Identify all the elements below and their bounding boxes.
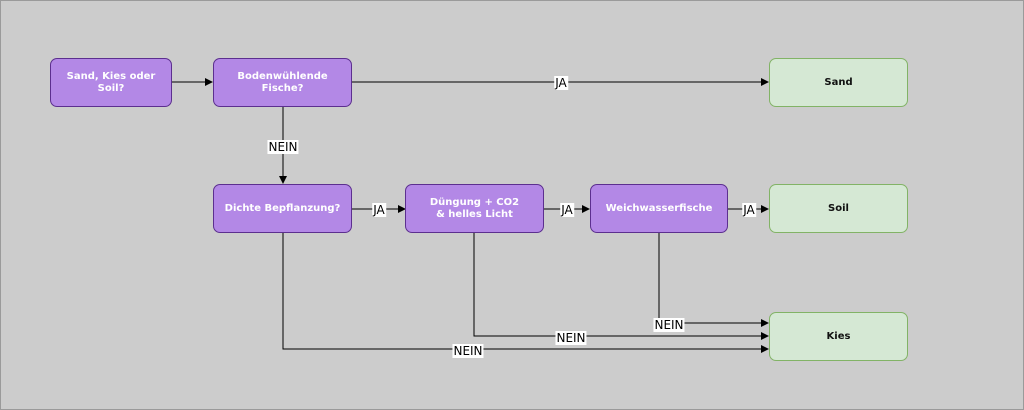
label-weichwasser-to-kies: NEIN: [653, 318, 685, 332]
edge-duengung-to-kies: [473, 233, 769, 340]
label-boden-to-sand: JA: [554, 76, 568, 90]
node-weichwasser-label: Weichwasserfische: [605, 202, 713, 214]
label-bepflanzung-to-duengung: JA: [372, 203, 386, 217]
label-weichwasser-to-soil: JA: [742, 203, 756, 217]
node-start[interactable]: Sand, Kies oder Soil?: [50, 58, 172, 107]
node-sand-label: Sand: [824, 76, 853, 88]
label-duengung-to-kies: NEIN: [555, 331, 587, 345]
node-kies-label: Kies: [826, 330, 851, 342]
node-soil-label: Soil: [828, 202, 849, 214]
node-duengung[interactable]: Düngung + CO2 & helles Licht: [405, 184, 544, 233]
edge-bepflanzung-to-kies: [282, 233, 769, 353]
node-soil[interactable]: Soil: [769, 184, 908, 233]
node-kies[interactable]: Kies: [769, 312, 908, 361]
node-bepflanzung[interactable]: Dichte Bepflanzung?: [213, 184, 352, 233]
node-bepflanzung-label: Dichte Bepflanzung?: [224, 202, 341, 214]
label-boden-to-bepflanzung: NEIN: [267, 140, 299, 154]
node-duengung-label-line1: Düngung + CO2: [429, 196, 520, 208]
label-bepflanzung-to-kies: NEIN: [452, 344, 484, 358]
node-bodenwuehlend-label: Bodenwühlende Fische?: [237, 70, 328, 94]
node-duengung-label-line2: & helles Licht: [436, 208, 513, 220]
node-bodenwuehlend[interactable]: Bodenwühlende Fische?: [213, 58, 352, 107]
node-weichwasser[interactable]: Weichwasserfische: [590, 184, 728, 233]
label-duengung-to-weichwasser: JA: [560, 203, 574, 217]
edge-weichwasser-to-kies: [658, 233, 769, 327]
node-start-label: Sand, Kies oder Soil?: [66, 70, 156, 94]
node-sand[interactable]: Sand: [769, 58, 908, 107]
